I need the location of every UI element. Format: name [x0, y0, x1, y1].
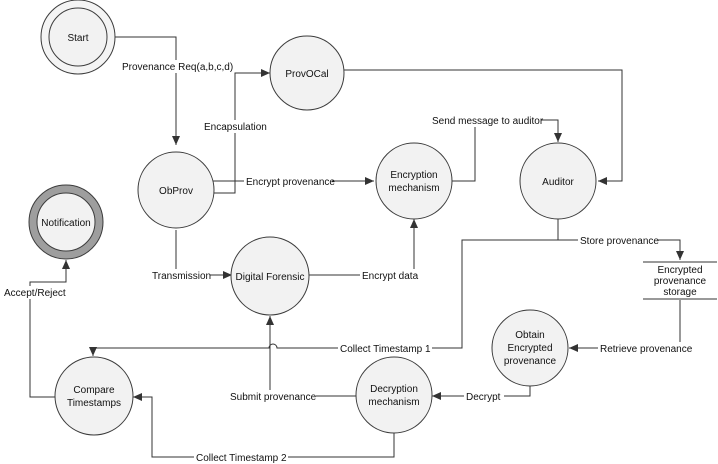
node-decryption: Decryption mechanism: [355, 356, 433, 434]
label-store-provenance: Store provenance: [578, 234, 659, 247]
label-collect-ts1: Collect Timestamp 1: [338, 342, 432, 355]
collect-ts2-label: Collect Timestamp 2: [196, 453, 287, 464]
label-provenance-req: Provenance Req(a,b,c,d): [122, 60, 233, 73]
edge-obprov-forensic: [175, 230, 232, 279]
label-retrieve-provenance: Retrieve provenance: [598, 342, 693, 355]
decryption-label-line2: mechanism: [368, 397, 419, 408]
send-message-label: Send message to auditor: [432, 116, 544, 127]
store-provenance-label: Store provenance: [580, 236, 659, 247]
compare-label-line2: Timestamps: [67, 398, 121, 409]
obprov-label: ObProv: [159, 186, 193, 197]
store-label-line3: storage: [663, 287, 697, 298]
provenance-req-label: Provenance Req(a,b,c,d): [122, 62, 233, 73]
store-label-line2: provenance: [654, 276, 707, 287]
provocal-circle: [269, 35, 345, 111]
retrieve-provenance-label: Retrieve provenance: [600, 344, 693, 355]
edge-forensic-encryption: [308, 219, 418, 276]
start-label: Start: [67, 33, 88, 44]
edge-decryption-compare-ts2: [133, 393, 395, 458]
collect-ts1-label: Collect Timestamp 1: [340, 344, 431, 355]
submit-provenance-label: Submit provenance: [230, 392, 317, 403]
digital-forensic-circle: [230, 236, 310, 316]
label-encapsulation: Encapsulation: [203, 120, 267, 133]
edge-provocal-auditor: [344, 69, 623, 185]
encapsulation-label: Encapsulation: [204, 122, 267, 133]
node-provocal: ProvOCal: [269, 35, 345, 111]
obtain-label-line2: Encrypted: [507, 343, 552, 354]
encrypt-data-label: Encrypt data: [362, 271, 419, 282]
label-send-message: Send message to auditor: [431, 114, 544, 127]
node-obprov: ObProv: [137, 151, 215, 229]
label-accept-reject: Accept/Reject: [3, 286, 66, 299]
obtain-circle: [491, 309, 569, 387]
label-encrypt-data: Encrypt data: [360, 269, 420, 282]
start-inner-circle: [48, 7, 108, 67]
node-notification: Notification: [28, 184, 104, 260]
auditor-circle: [519, 142, 597, 220]
compare-circle: [54, 356, 134, 436]
auditor-label: Auditor: [542, 177, 574, 188]
label-transmission: Transmission: [150, 269, 211, 282]
store-label-line1: Encrypted: [657, 265, 702, 276]
node-digital-forensic: Digital Forensic: [230, 236, 310, 316]
edge-start-obprov: [110, 36, 180, 145]
node-compare-timestamps: Compare Timestamps: [54, 356, 134, 436]
node-auditor: Auditor: [519, 142, 597, 220]
obtain-label-line1: Obtain: [515, 330, 544, 341]
decryption-circle: [355, 356, 433, 434]
edge-store-obtain: [569, 300, 681, 352]
node-encryption: Encryption mechanism: [375, 142, 453, 220]
encrypt-provenance-label: Encrypt provenance: [246, 177, 335, 188]
encryption-label-line1: Encryption: [390, 170, 437, 181]
node-start: Start: [40, 0, 116, 75]
edge-decryption-forensic: [266, 316, 356, 397]
encryption-label-line2: mechanism: [388, 183, 439, 194]
notification-inner-circle: [36, 192, 96, 252]
digital-forensic-label: Digital Forensic: [236, 272, 305, 283]
edge-auditor-compare-ts1: [89, 239, 558, 356]
node-obtain-encrypted-provenance: Obtain Encrypted provenance: [491, 309, 569, 387]
obtain-label-line3: provenance: [504, 356, 557, 367]
edge-compare-notification: [29, 260, 70, 398]
notification-label: Notification: [41, 218, 90, 229]
accept-reject-label: Accept/Reject: [4, 288, 66, 299]
encryption-circle: [375, 142, 453, 220]
label-decrypt: Decrypt: [464, 390, 504, 403]
edge-labels: Provenance Req(a,b,c,d) Encapsulation En…: [3, 60, 693, 464]
data-store-encrypted-provenance: Encrypted provenance storage: [643, 261, 717, 300]
label-submit-provenance: Submit provenance: [228, 390, 317, 403]
label-collect-ts2: Collect Timestamp 2: [194, 451, 288, 464]
label-encrypt-provenance: Encrypt provenance: [244, 175, 335, 188]
provocal-label: ProvOCal: [285, 69, 328, 80]
decrypt-label: Decrypt: [466, 392, 501, 403]
obprov-circle: [137, 151, 215, 229]
decryption-label-line1: Decryption: [370, 384, 418, 395]
transmission-label: Transmission: [152, 271, 211, 282]
compare-label-line1: Compare: [73, 385, 115, 396]
